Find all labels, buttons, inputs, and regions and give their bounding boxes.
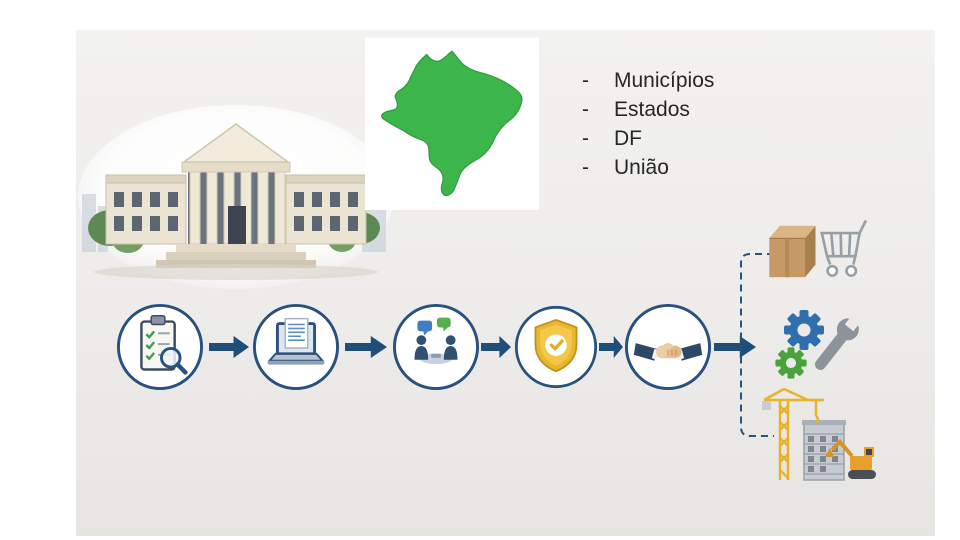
gears-wrench-icon	[775, 310, 863, 379]
flow-step-electronic	[252, 303, 340, 391]
entity-label-df: DF	[614, 126, 642, 150]
right-arrow-icon	[714, 336, 756, 358]
right-arrow-icon	[481, 336, 511, 358]
list-bullet: -	[582, 68, 589, 92]
brazil-map-icon	[381, 50, 523, 197]
brazil-map-card	[365, 38, 539, 210]
list-item: - Municípios	[582, 66, 714, 95]
right-arrow-icon	[345, 336, 387, 358]
slide-canvas: - Municípios - Estados - DF - União	[76, 30, 935, 536]
entity-label-estados: Estados	[614, 97, 690, 121]
outcome-works	[760, 386, 880, 488]
outcome-services	[764, 300, 869, 388]
laptop-document-icon	[252, 303, 340, 391]
government-building-illustration	[76, 102, 396, 297]
right-arrow-icon	[599, 336, 623, 358]
list-bullet: -	[582, 97, 589, 121]
dashed-branch-connector	[740, 253, 774, 437]
outcome-goods	[763, 210, 868, 288]
crane-building-excavator-icon	[762, 387, 876, 481]
list-item: - União	[582, 153, 714, 182]
flow-arrow	[714, 335, 756, 359]
package-box-shopping-cart-icon	[769, 219, 868, 278]
flow-arrow	[345, 335, 387, 359]
clipboard-checklist-magnifier-icon	[116, 303, 204, 391]
entities-list: - Municípios - Estados - DF - União	[582, 66, 714, 182]
meeting-speech-bubbles-icon	[392, 303, 480, 391]
government-building-icon	[78, 105, 394, 289]
list-item: - Estados	[582, 95, 714, 124]
flow-step-agreement	[624, 303, 712, 391]
flow-step-meeting	[392, 303, 480, 391]
entity-label-uniao: União	[614, 155, 669, 179]
flow-step-guarantee	[514, 305, 598, 389]
list-item: - DF	[582, 124, 714, 153]
handshake-icon	[624, 303, 712, 391]
list-bullet: -	[582, 155, 589, 179]
right-arrow-icon	[209, 336, 249, 358]
list-bullet: -	[582, 126, 589, 150]
entity-label-municipios: Municípios	[614, 68, 715, 92]
flow-step-review	[116, 303, 204, 391]
flow-arrow	[209, 335, 249, 359]
gold-shield-check-icon	[514, 305, 598, 389]
flow-arrow	[481, 335, 511, 359]
flow-arrow	[599, 335, 623, 359]
